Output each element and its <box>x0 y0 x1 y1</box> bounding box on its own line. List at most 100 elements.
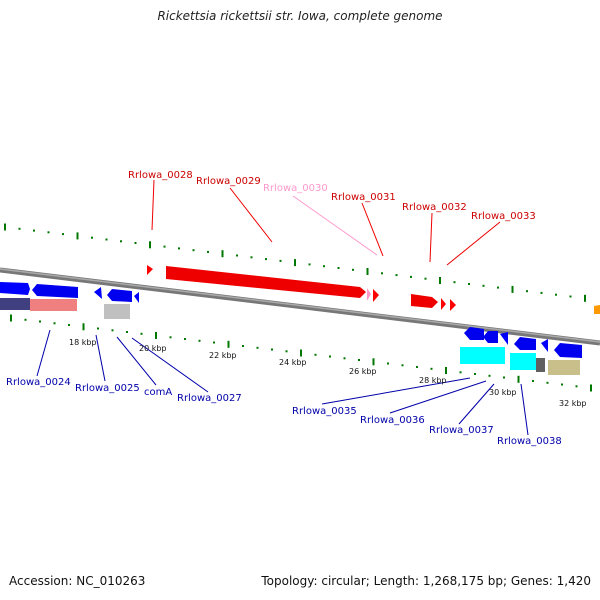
forward-labels: Rrlowa_0028 Rrlowa_0029 Rrlowa_0030 Rrlo… <box>128 170 536 222</box>
inner-tick-mark <box>401 364 404 367</box>
gene-arrow-rrlowa-0030[interactable] <box>367 288 371 301</box>
outer-tick-mark <box>468 283 470 285</box>
inner-tick-mark <box>140 332 143 335</box>
inner-tick-mark <box>242 345 244 347</box>
scale-label-18kbp: 18 kbp <box>69 338 97 347</box>
inner-tick-mark <box>82 323 85 331</box>
inner-tick-mark <box>575 385 578 388</box>
reverse-labels: Rrlowa_0024 Rrlowa_0025 comA Rrlowa_0027… <box>6 377 562 447</box>
gene-label-rrlowa-0030[interactable]: Rrlowa_0030 <box>263 183 328 194</box>
callout-line-rrlowa-0029 <box>229 187 273 243</box>
gene-arrow-rrlowa-0027[interactable] <box>134 292 139 303</box>
gene-arrow-rrlowa-0038a[interactable] <box>541 339 548 352</box>
outer-tick-mark <box>511 285 514 293</box>
callout-line-rrlowa-0025 <box>95 334 106 382</box>
gene-label-rrlowa-0028[interactable]: Rrlowa_0028 <box>128 170 193 181</box>
callout-line-rrlowa-0036 <box>389 380 487 414</box>
cog-bar-salmon <box>30 299 77 311</box>
scale-label-26kbp: 26 kbp <box>349 367 377 376</box>
inner-tick-row <box>10 314 592 392</box>
outer-tick-mark <box>91 236 93 239</box>
gene-label-rrlowa-0032[interactable]: Rrlowa_0032 <box>402 202 467 213</box>
gene-label-rrlowa-0036[interactable]: Rrlowa_0036 <box>360 415 425 426</box>
inner-tick-mark <box>68 324 70 326</box>
inner-tick-mark <box>488 374 491 377</box>
inner-tick-mark <box>517 375 520 383</box>
inner-tick-mark <box>590 384 592 392</box>
scale-label-22kbp: 22 kbp <box>209 351 237 360</box>
gene-label-rrlowa-0024[interactable]: Rrlowa_0024 <box>6 377 71 388</box>
outer-tick-mark <box>47 231 50 234</box>
callout-line-rrlowa-0027 <box>131 337 209 393</box>
inner-tick-mark <box>97 327 99 330</box>
gene-label-rrlowa-0033[interactable]: Rrlowa_0033 <box>471 211 536 222</box>
inner-tick-mark <box>430 367 433 370</box>
gene-arrow-edge-orange[interactable] <box>594 305 600 314</box>
scale-label-30kbp: 30 kbp <box>489 388 517 397</box>
gene-label-rrlowa-0037[interactable]: Rrlowa_0037 <box>429 425 494 436</box>
inner-tick-mark <box>329 355 331 358</box>
gene-arrow-rrlowa-0028[interactable] <box>147 265 153 275</box>
gene-label-rrlowa-0029[interactable]: Rrlowa_0029 <box>196 176 261 187</box>
inner-tick-mark <box>126 331 128 333</box>
gene-arrow-coma[interactable] <box>107 289 132 302</box>
inner-tick-mark <box>372 358 375 366</box>
callout-line-rrlowa-0038 <box>520 383 529 436</box>
forward-callouts <box>151 179 501 266</box>
callout-line-rrlowa-0035 <box>321 377 471 405</box>
gene-arrow-rrlowa-0024b[interactable] <box>32 284 78 298</box>
gene-label-rrlowa-0035[interactable]: Rrlowa_0035 <box>292 406 357 417</box>
gene-label-rrlowa-0038[interactable]: Rrlowa_0038 <box>497 436 562 447</box>
outer-tick-mark <box>395 274 398 277</box>
gene-arrow-rrlowa-0037[interactable] <box>514 337 536 350</box>
gene-label-rrlowa-0027[interactable]: Rrlowa_0027 <box>177 393 242 404</box>
callout-line-rrlowa-0024 <box>36 329 51 377</box>
gene-label-rrlowa-0031[interactable]: Rrlowa_0031 <box>331 192 396 203</box>
outer-tick-mark <box>120 240 122 243</box>
outer-tick-mark <box>221 250 224 258</box>
gene-arrow-rrlowa-0036[interactable] <box>500 332 508 345</box>
gene-label-coma[interactable]: comA <box>144 387 172 398</box>
outer-tick-mark <box>294 259 296 267</box>
callout-line-rrlowa-0033 <box>446 221 501 266</box>
reverse-strand-genes <box>0 282 582 375</box>
gene-arrow-rrlowa-0029[interactable] <box>166 266 366 298</box>
outer-tick-mark <box>76 232 79 240</box>
gene-arrow-rrlowa-0032b[interactable] <box>441 298 446 310</box>
outer-tick-mark <box>265 258 267 261</box>
inner-tick-mark <box>198 339 201 342</box>
outer-tick-mark <box>279 259 282 262</box>
inner-tick-mark <box>459 371 462 374</box>
scale-label-32kbp: 32 kbp <box>559 399 587 408</box>
cog-bar-gray <box>104 304 130 319</box>
gene-arrow-rrlowa-0035b[interactable] <box>483 331 498 343</box>
scale-label-28kbp: 28 kbp <box>419 376 447 385</box>
outer-tick-mark <box>250 256 253 259</box>
inner-tick-mark <box>474 373 476 375</box>
outer-tick-mark <box>4 223 6 231</box>
outer-tick-mark <box>149 241 151 249</box>
outer-tick-mark <box>555 293 557 296</box>
gene-arrow-rrlowa-0031[interactable] <box>373 289 379 302</box>
inner-tick-mark <box>300 349 302 357</box>
gene-arrow-rrlowa-0035a[interactable] <box>464 327 484 340</box>
outer-tick-mark <box>569 295 572 298</box>
gene-arrow-rrlowa-0038b[interactable] <box>554 343 582 358</box>
genome-backbone-highlight <box>0 268 600 343</box>
outer-tick-mark <box>453 281 456 284</box>
gene-label-rrlowa-0025[interactable]: Rrlowa_0025 <box>75 383 140 394</box>
callout-line-rrlowa-0032 <box>429 212 433 263</box>
outer-tick-mark <box>497 286 499 289</box>
outer-tick-mark <box>424 277 427 280</box>
outer-tick-mark <box>105 238 108 241</box>
outer-tick-mark <box>192 249 195 252</box>
cog-bar-navy <box>0 298 30 310</box>
gene-arrow-rrlowa-0025[interactable] <box>94 287 102 299</box>
outer-tick-mark <box>381 272 383 275</box>
gene-arrow-rrlowa-0033[interactable] <box>450 299 456 311</box>
inner-tick-mark <box>53 322 56 325</box>
gene-arrow-rrlowa-0024a[interactable] <box>0 282 30 295</box>
inner-tick-mark <box>111 329 114 332</box>
gene-arrow-rrlowa-0032a[interactable] <box>411 294 438 308</box>
cog-bar-darkgray <box>536 358 545 372</box>
